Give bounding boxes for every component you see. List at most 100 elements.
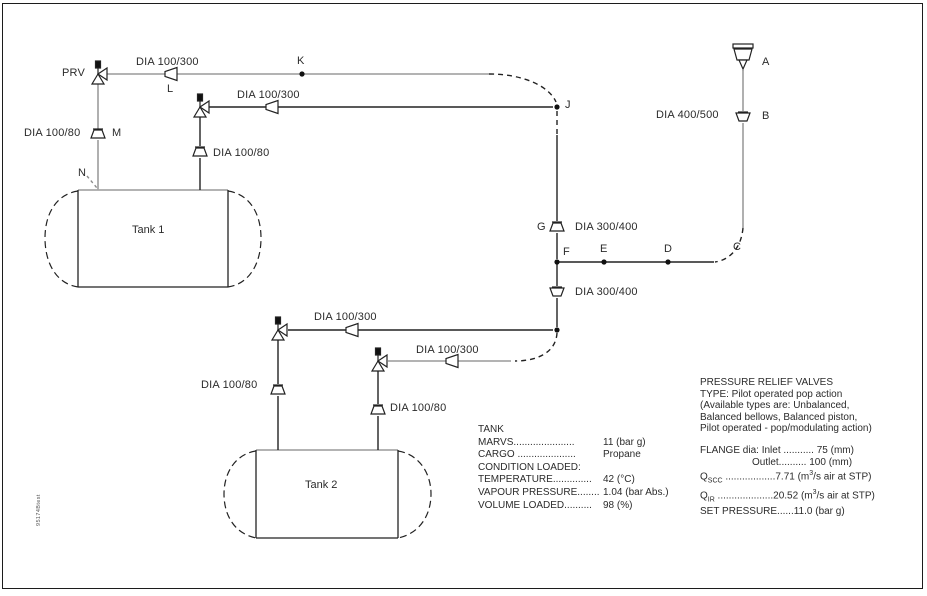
tank1-shape <box>44 190 262 288</box>
row-label: CONDITION LOADED: <box>478 461 581 473</box>
prv-type-line: Balanced bellows, Balanced piston, <box>700 411 858 423</box>
dia-label-riser2-flange: DIA 100/80 <box>213 147 270 159</box>
point-c: C <box>733 241 741 253</box>
junction-k <box>299 71 305 77</box>
junction-dots <box>299 71 671 333</box>
junction-j <box>554 104 560 110</box>
reducer-l-icon <box>164 66 178 82</box>
black-pipes <box>199 106 714 450</box>
junction-e <box>601 259 607 265</box>
qscc-symbol: Q <box>700 471 708 483</box>
qir-subscript: IR <box>707 496 715 504</box>
qir-symbol: Q <box>700 490 708 502</box>
vertical-reducers <box>90 111 751 415</box>
vent-head-body <box>733 48 753 61</box>
point-d: D <box>664 243 672 255</box>
tank-info-title: TANK <box>478 424 504 435</box>
row-label: VAPOUR PRESSURE........ <box>478 486 600 498</box>
tank2-shape <box>223 450 432 539</box>
point-l: L <box>167 83 174 95</box>
dia-label-vent-b: DIA 400/500 <box>656 109 719 121</box>
point-k: K <box>297 55 305 67</box>
qscc-subscript: SCC <box>707 477 723 485</box>
grey-pipes <box>78 70 744 451</box>
tank2-left-cap <box>223 450 257 539</box>
tank-info-row: TEMPERATURE.............. 42 (°C) <box>478 474 635 487</box>
qscc-dots: .................. <box>722 471 776 483</box>
prv-type-line: TYPE: Pilot operated pop action <box>700 388 843 400</box>
prv-info-block: PRESSURE RELIEF VALVES TYPE: Pilot opera… <box>700 377 875 518</box>
prv-valves <box>90 60 388 372</box>
flange-outlet-label: Outlet.......... <box>752 456 807 468</box>
flange-branch1-icon <box>270 384 286 395</box>
point-a: A <box>762 56 770 68</box>
flange-riser2-icon <box>192 146 208 157</box>
qscc-value: 7.71 (m <box>775 471 810 483</box>
horizontal-reducers <box>164 66 459 369</box>
row-value: 1.04 (bar Abs.) <box>603 486 669 498</box>
tank1-right-cap <box>227 190 262 288</box>
tank2-label: Tank 2 <box>305 479 338 491</box>
dia-label-flange-m: DIA 100/80 <box>24 127 81 139</box>
flange-branch2-icon <box>370 404 386 415</box>
document-reference: 95174Btest <box>22 480 42 526</box>
row-label: MARVS...................... <box>478 436 575 448</box>
point-j: J <box>565 99 571 111</box>
flange-outlet-value: 100 (mm) <box>809 456 853 468</box>
tank-info-row: VOLUME LOADED.......... 98 (%) <box>478 499 632 513</box>
dia-label-branch2-flange: DIA 100/80 <box>390 402 447 414</box>
tank-info-row: CARGO ..................... Propane <box>478 449 641 462</box>
qir-row: QIR ....................20.52 (m3/s air … <box>700 487 875 506</box>
pipe-elbows <box>86 73 744 362</box>
flange-m-icon <box>90 128 106 139</box>
spacer <box>700 435 875 445</box>
junction-d <box>665 259 671 265</box>
qir-value: 20.52 (m <box>773 490 813 502</box>
qir-superscript: 3 <box>812 489 817 497</box>
document-reference-text: 95174Btest <box>36 494 42 526</box>
row-label: VOLUME LOADED.......... <box>478 499 592 511</box>
set-pressure-label: SET PRESSURE...... <box>700 506 794 517</box>
vent-head-cap <box>732 43 754 49</box>
dia-label-reducer-lower: DIA 300/400 <box>575 286 638 298</box>
prv-type-line: Pilot operated - pop/modulating action) <box>700 423 872 435</box>
junction-branch <box>554 327 560 333</box>
qir-dots: .................... <box>714 490 774 502</box>
dia-label-top-line: DIA 100/300 <box>136 56 199 68</box>
reducer-g-icon <box>549 221 565 232</box>
junction-f <box>554 259 560 265</box>
qir-unit: /s air at STP) <box>816 490 875 502</box>
row-value: 11 (bar g) <box>603 436 646 448</box>
drawing-border <box>2 3 923 589</box>
qscc-superscript: 3 <box>809 470 814 478</box>
reducer-lower-icon <box>549 286 565 297</box>
flange-inlet-label: FLANGE dia: Inlet ........... <box>700 444 814 456</box>
vent-head-icon <box>732 43 754 71</box>
point-f: F <box>563 246 570 258</box>
prv-label: PRV <box>62 67 86 79</box>
set-pressure-value: 11.0 (bar g) <box>793 506 845 517</box>
reducer-branch2-icon <box>445 353 459 369</box>
set-pressure-row: SET PRESSURE......11.0 (bar g) <box>700 506 875 518</box>
point-b: B <box>762 110 770 122</box>
reducer-b-icon <box>735 111 751 122</box>
flange-inlet-row: FLANGE dia: Inlet ........... 75 (mm) <box>700 445 875 457</box>
dia-label-branch2: DIA 100/300 <box>416 344 479 356</box>
prv-valve-3-icon <box>270 316 288 341</box>
tank-info-row: MARVS...................... 11 (bar g) <box>478 436 646 450</box>
row-value: 98 (%) <box>603 499 633 511</box>
tank2-right-cap <box>397 450 432 539</box>
qscc-unit: /s air at STP) <box>813 471 872 483</box>
elbow-branch2 <box>514 332 558 362</box>
dia-label-branch1: DIA 100/300 <box>314 311 377 323</box>
row-label: TEMPERATURE.............. <box>478 474 592 486</box>
tank-info-row: CONDITION LOADED: <box>478 462 600 475</box>
point-g: G <box>537 221 546 233</box>
row-label: CARGO ..................... <box>478 449 576 461</box>
elbow-c <box>714 227 744 263</box>
dia-label-branch1-flange: DIA 100/80 <box>201 379 258 391</box>
tank-info-row: VAPOUR PRESSURE........ 1.04 (bar Abs.) <box>478 486 669 500</box>
dia-label-second-line: DIA 100/300 <box>237 89 300 101</box>
tank1-label: Tank 1 <box>132 224 165 236</box>
point-e: E <box>600 243 608 255</box>
